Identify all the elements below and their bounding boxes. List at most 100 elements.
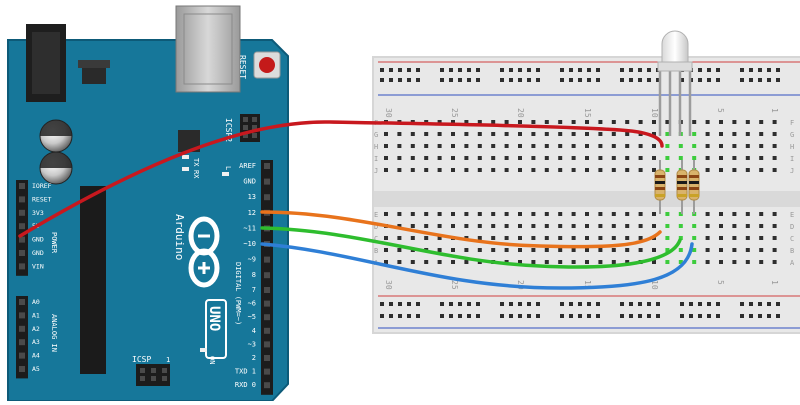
breadboard-hole[interactable] [598,260,603,264]
rail-hole[interactable] [458,302,462,306]
breadboard-hole[interactable] [705,236,710,240]
header-pin[interactable] [264,287,270,293]
breadboard-hole[interactable] [384,168,388,172]
rail-hole[interactable] [680,302,684,306]
breadboard-hole[interactable] [544,132,549,136]
rail-hole[interactable] [467,302,471,306]
rail-hole[interactable] [698,302,702,306]
breadboard-hole[interactable] [558,132,563,136]
header-pin[interactable] [19,250,25,256]
rail-hole[interactable] [569,314,573,318]
breadboard-hole[interactable] [504,144,509,148]
rail-hole[interactable] [698,68,702,72]
rail-hole[interactable] [416,302,420,306]
header-pin[interactable] [252,125,257,130]
breadboard-hole[interactable] [665,260,670,264]
rail-hole[interactable] [398,314,402,318]
breadboard-hole[interactable] [665,212,670,216]
rail-hole[interactable] [596,302,600,306]
breadboard-hole[interactable] [585,224,589,228]
breadboard-hole[interactable] [558,168,563,172]
breadboard-hole[interactable] [410,224,415,228]
breadboard-hole[interactable] [571,236,576,240]
header-pin[interactable] [140,376,145,381]
breadboard-hole[interactable] [638,224,643,228]
breadboard-hole[interactable] [451,120,455,124]
breadboard-hole[interactable] [491,144,496,148]
header-pin[interactable] [19,325,25,332]
rail-hole[interactable] [398,302,402,306]
breadboard-hole[interactable] [678,156,683,160]
breadboard-hole[interactable] [585,236,589,240]
breadboard-hole[interactable] [772,260,777,264]
breadboard-hole[interactable] [772,168,777,172]
breadboard-hole[interactable] [424,132,429,136]
breadboard-hole[interactable] [518,156,522,160]
wire-pin11[interactable] [260,210,662,249]
breadboard-hole[interactable] [665,168,670,172]
header-pin[interactable] [19,223,25,230]
breadboard-hole[interactable] [397,224,402,228]
rail-hole[interactable] [629,68,633,72]
breadboard-hole[interactable] [665,120,670,124]
rail-hole[interactable] [749,68,753,72]
breadboard-hole[interactable] [719,156,723,160]
breadboard-hole[interactable] [544,248,549,252]
breadboard-hole[interactable] [732,224,737,228]
header-pin[interactable] [151,368,156,373]
breadboard-hole[interactable] [598,156,603,160]
rail-hole[interactable] [638,78,642,82]
breadboard-hole[interactable] [571,260,576,264]
rail-hole[interactable] [440,78,444,82]
breadboard-hole[interactable] [437,120,442,124]
rail-hole[interactable] [578,314,582,318]
breadboard-hole[interactable] [652,144,656,148]
breadboard-hole[interactable] [705,260,710,264]
breadboard-hole[interactable] [464,212,469,216]
breadboard-hole[interactable] [571,248,576,252]
rail-hole[interactable] [596,78,600,82]
breadboard-hole[interactable] [451,132,455,136]
breadboard-hole[interactable] [625,236,630,240]
rail-hole[interactable] [716,302,720,306]
header-pin[interactable] [243,133,248,138]
breadboard-hole[interactable] [585,144,589,148]
rail-hole[interactable] [500,314,504,318]
rail-hole[interactable] [587,78,591,82]
rail-hole[interactable] [629,302,633,306]
rail-hole[interactable] [569,78,573,82]
rail-hole[interactable] [758,68,762,72]
breadboard-hole[interactable] [745,120,750,124]
rail-hole[interactable] [416,78,420,82]
rail-hole[interactable] [587,314,591,318]
breadboard-hole[interactable] [477,120,482,124]
breadboard-hole[interactable] [531,236,536,240]
breadboard-hole[interactable] [410,144,415,148]
header-pin[interactable] [162,368,167,373]
breadboard-hole[interactable] [719,144,723,148]
breadboard-hole[interactable] [518,224,522,228]
rail-hole[interactable] [776,68,780,72]
breadboard-hole[interactable] [732,212,737,216]
breadboard-hole[interactable] [544,212,549,216]
breadboard-hole[interactable] [477,132,482,136]
breadboard-hole[interactable] [732,260,737,264]
breadboard-hole[interactable] [437,224,442,228]
rail-hole[interactable] [716,78,720,82]
breadboard-hole[interactable] [558,260,563,264]
header-pin[interactable] [264,382,270,389]
rail-hole[interactable] [749,314,753,318]
breadboard-hole[interactable] [531,224,536,228]
header-pin[interactable] [19,366,25,372]
rail-hole[interactable] [740,78,744,82]
breadboard-hole[interactable] [625,120,630,124]
rail-hole[interactable] [689,314,693,318]
rail-hole[interactable] [500,302,504,306]
rail-hole[interactable] [449,302,453,306]
rail-hole[interactable] [620,78,624,82]
breadboard-hole[interactable] [437,248,442,252]
breadboard-hole[interactable] [745,144,750,148]
breadboard-hole[interactable] [518,260,522,264]
breadboard-hole[interactable] [705,156,710,160]
breadboard-hole[interactable] [759,144,764,148]
